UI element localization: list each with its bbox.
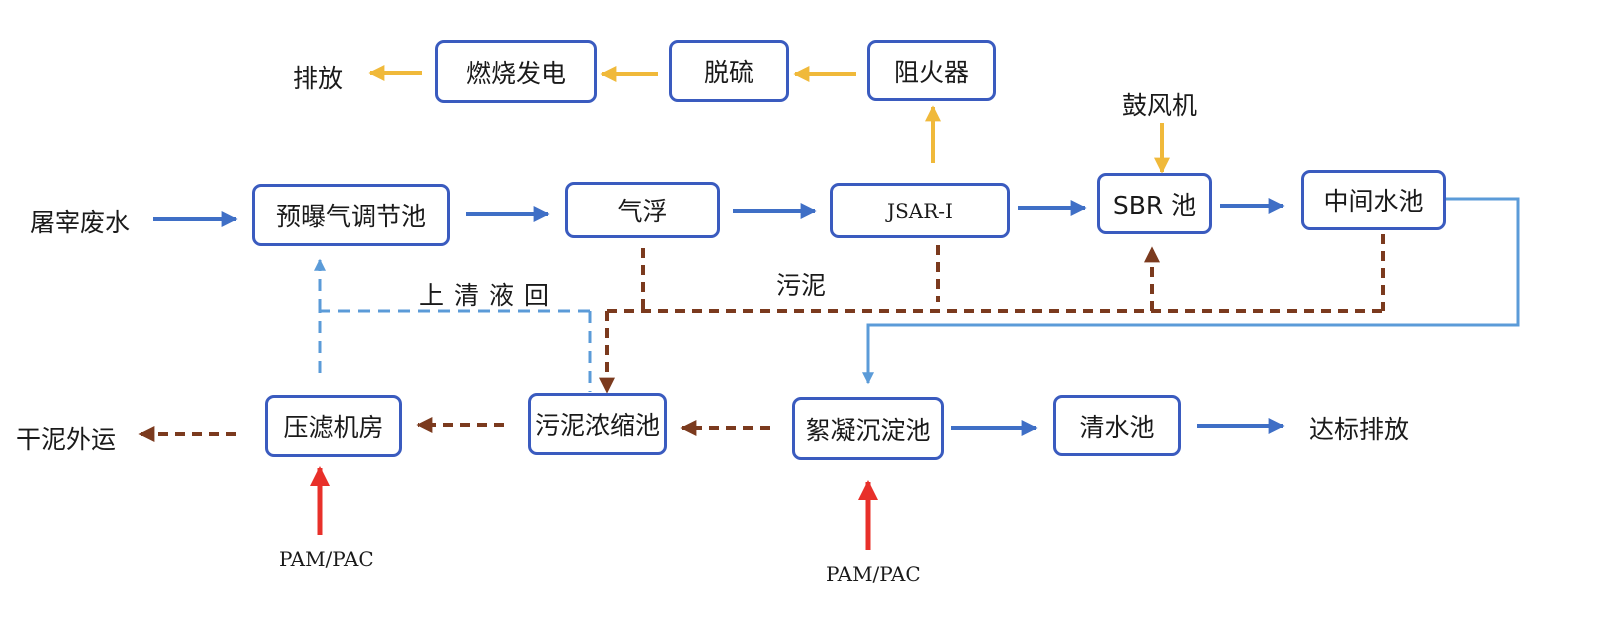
label-inflow: 屠宰废水: [30, 208, 131, 237]
arrow-intermediate-to-coag: [862, 197, 1520, 385]
box-coag-sedimentation: 絮凝沉淀池: [792, 397, 944, 460]
box-jsar: JSAR-I: [830, 183, 1010, 238]
box-label: 脱硫: [703, 58, 754, 87]
box-label: 污泥浓缩池: [534, 411, 660, 440]
box-sludge-thickener: 污泥浓缩池: [528, 393, 667, 455]
box-label: 燃烧发电: [465, 58, 566, 88]
label-gas-discharge: 排放: [293, 64, 344, 93]
box-label: 阻火器: [893, 57, 969, 87]
box-desulfurization: 脱硫: [669, 40, 789, 102]
label-compliant-discharge: 达标排放: [1309, 415, 1410, 444]
supernatant-return-line: [318, 309, 590, 377]
box-intermediate-tank: 中间水池: [1301, 170, 1446, 230]
label-supernatant-return: 上清液回: [419, 281, 560, 310]
box-label: 絮凝沉淀池: [805, 415, 931, 445]
label-sludge: 污泥: [776, 271, 827, 300]
label-chem-left: PAM/PAC: [279, 547, 374, 571]
box-label: SBR 池: [1112, 190, 1197, 220]
box-label: 压滤机房: [283, 413, 384, 442]
box-combustion-power: 燃烧发电: [435, 40, 597, 103]
box-label: 气浮: [617, 197, 668, 226]
box-pretreat-equalization: 预曝气调节池: [252, 184, 450, 246]
box-flame-arrester: 阻火器: [867, 40, 996, 101]
label-dry-sludge-out: 干泥外运: [16, 425, 117, 454]
label-blower: 鼓风机: [1122, 91, 1198, 120]
box-filter-press-room: 压滤机房: [265, 395, 402, 457]
box-sbr: SBR 池: [1097, 173, 1212, 234]
box-air-flotation: 气浮: [565, 182, 720, 238]
box-clear-water-tank: 清水池: [1053, 395, 1181, 456]
box-label: 预曝气调节池: [275, 202, 426, 231]
box-label: 中间水池: [1323, 187, 1424, 216]
box-label: JSAR-I: [887, 198, 953, 223]
label-chem-right: PAM/PAC: [826, 562, 921, 586]
box-label: 清水池: [1079, 412, 1155, 442]
